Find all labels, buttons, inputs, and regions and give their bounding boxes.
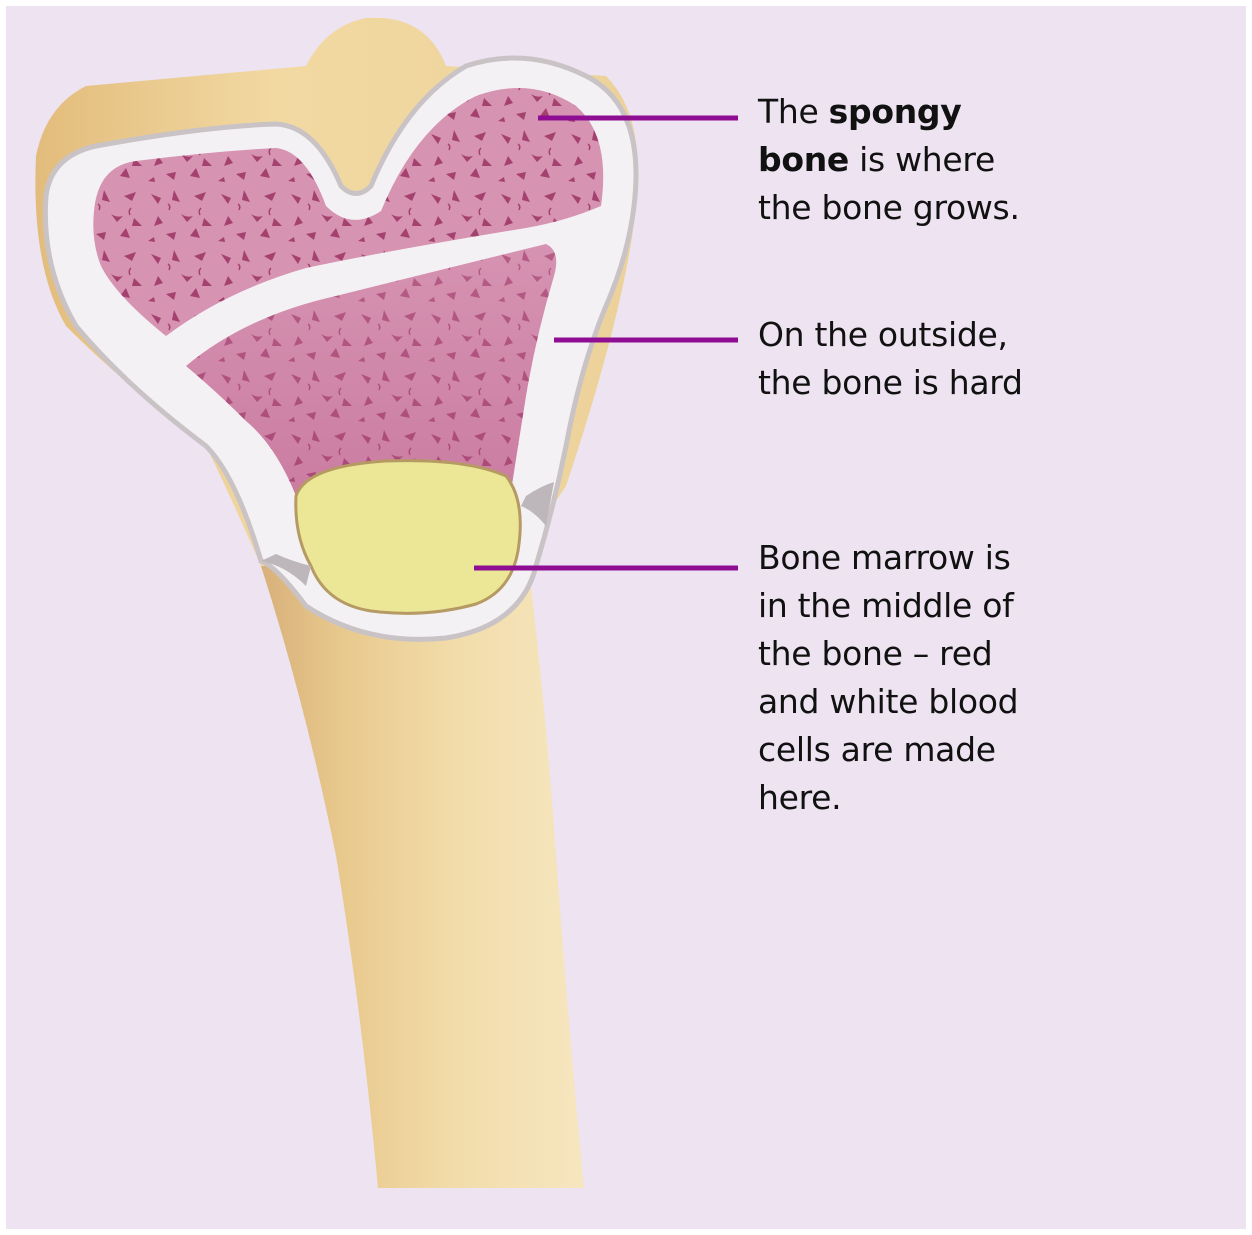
spongy-line-3: the bone grows.: [758, 184, 1138, 232]
diagram-canvas: The spongy bone is where the bone grows.…: [6, 6, 1246, 1229]
spongy-line-2: bone is where: [758, 136, 1138, 184]
spongy-line-1: The spongy: [758, 88, 1138, 136]
bone-marrow: [296, 461, 520, 614]
marrow-line-2: in the middle of: [758, 582, 1138, 630]
spongy-bold: spongy: [829, 92, 962, 131]
label-spongy-bone: The spongy bone is where the bone grows.: [758, 88, 1138, 232]
marrow-line-4: and white blood: [758, 678, 1138, 726]
marrow-line-6: here.: [758, 774, 1138, 822]
marrow-line-1: Bone marrow is: [758, 534, 1138, 582]
bone-shaft: [261, 546, 584, 1188]
marrow-line-5: cells are made: [758, 726, 1138, 774]
hard-line-2: the bone is hard: [758, 359, 1138, 407]
marrow-line-3: the bone – red: [758, 630, 1138, 678]
hard-line-1: On the outside,: [758, 311, 1138, 359]
label-bone-marrow: Bone marrow is in the middle of the bone…: [758, 534, 1138, 822]
label-hard-bone: On the outside, the bone is hard: [758, 311, 1138, 407]
bone-bold: bone: [758, 140, 849, 179]
